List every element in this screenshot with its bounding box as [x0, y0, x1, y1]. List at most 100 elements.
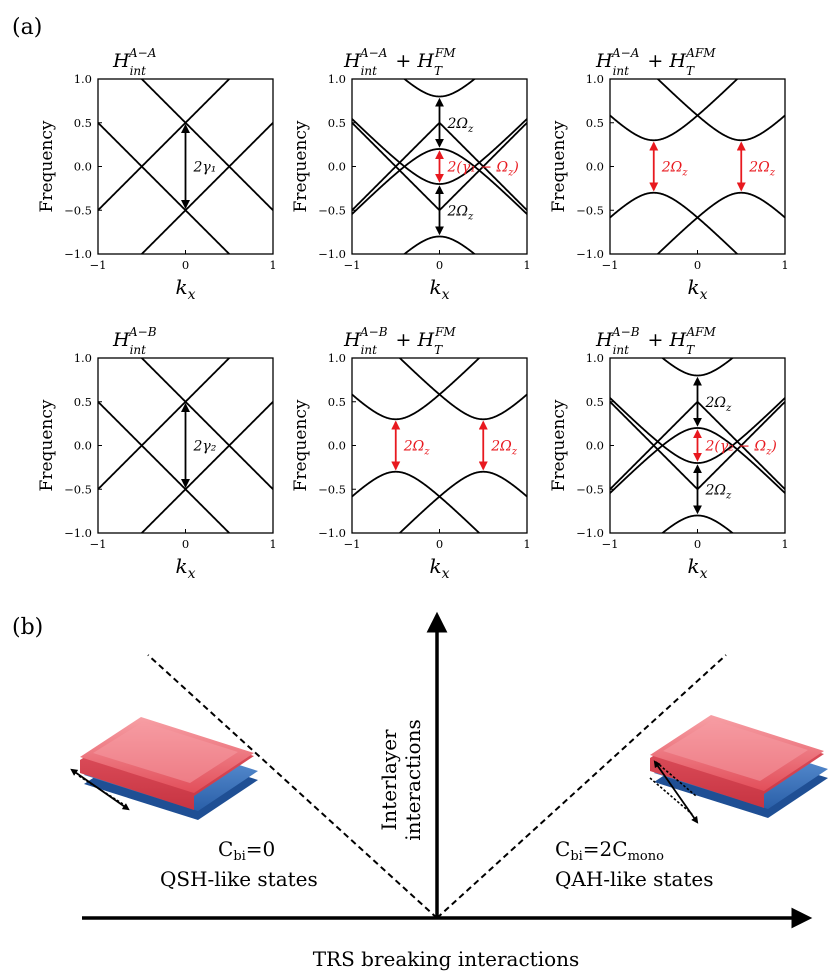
x-tick-label: 1	[523, 537, 530, 551]
y-tick-label: 0.5	[586, 395, 604, 409]
band-line-1	[403, 235, 476, 254]
y-tick-label: −0.5	[64, 203, 92, 217]
plot-title-aa: HintA−A	[112, 46, 157, 78]
annotation-label: 2γ₂	[193, 439, 217, 455]
band-line-3	[398, 495, 481, 533]
y-tick-label: 1.0	[74, 72, 92, 86]
y-tick-label: 0.0	[586, 439, 604, 453]
panel-b-label: (b)	[12, 615, 43, 640]
y-tick-label: 1.0	[74, 351, 92, 365]
annotation-label: 2Ωz	[447, 203, 475, 222]
annotation-label: 2Ωz	[661, 160, 689, 179]
y-tick-label: 0.0	[74, 160, 92, 174]
y-tick-label: −1.0	[576, 247, 604, 261]
y-tick-label: −1.0	[576, 526, 604, 540]
x-tick-label: 1	[523, 258, 530, 272]
phase-diagram: TRS breaking interactions Interlayer int…	[70, 611, 828, 971]
band-line-2	[140, 358, 231, 404]
y-tick-label: −0.5	[318, 203, 346, 217]
band-line-2	[656, 79, 739, 117]
y-tick-label: 0.0	[586, 160, 604, 174]
y-tick-label: 1.0	[328, 72, 346, 86]
x-tick-label: 1	[269, 258, 276, 272]
x-tick-label: −1	[602, 258, 619, 272]
x-axis-label: kx	[429, 554, 449, 582]
x-tick-label: 0	[694, 537, 701, 551]
annotation-label: 2(γ₂ − Ωz)	[705, 439, 777, 458]
y-axis-label: Interlayer interactions	[377, 719, 425, 840]
y-tick-label: 0.5	[328, 395, 346, 409]
plot-title-aa-fm: HintA−A + HTFM	[343, 46, 456, 78]
panel-a-label: (a)	[12, 15, 42, 40]
y-axis-label-line1: Interlayer	[377, 729, 401, 831]
right-chern-label: Cbi=2Cmono	[555, 837, 664, 864]
band-line-2	[140, 79, 231, 125]
annotation-label: 2Ωz	[748, 160, 776, 179]
y-tick-label: 0.5	[74, 116, 92, 130]
x-tick-label: 0	[694, 258, 701, 272]
y-tick-label: 0.0	[74, 439, 92, 453]
annotation-label: 2Ωz	[490, 439, 518, 458]
y-tick-label: −1.0	[318, 526, 346, 540]
plot-title-aa-afm: HintA−A + HTAFM	[595, 46, 716, 78]
band-line-3	[656, 216, 739, 254]
x-tick-label: 0	[436, 258, 443, 272]
y-tick-label: −0.5	[576, 482, 604, 496]
y-tick-label: 1.0	[586, 72, 604, 86]
y-tick-label: 1.0	[328, 351, 346, 365]
left-chern-label: Cbi=0	[218, 837, 275, 864]
left-edge-state-arrow	[70, 768, 130, 811]
band-line-2	[610, 427, 785, 494]
y-tick-label: −0.5	[318, 482, 346, 496]
right-edge-state-arrow	[653, 760, 699, 824]
right-top-highlight	[663, 720, 808, 781]
x-tick-label: 0	[182, 258, 189, 272]
x-axis-label: kx	[429, 275, 449, 303]
band-line-2	[398, 358, 481, 396]
band-line-0	[661, 358, 734, 377]
x-tick-label: 0	[436, 537, 443, 551]
bands	[610, 358, 785, 533]
right-bilayer-illustration	[649, 715, 828, 824]
band-line-1	[352, 470, 527, 498]
band-line-3	[352, 118, 527, 185]
bands	[610, 79, 785, 254]
band-line-0	[403, 79, 476, 98]
x-tick-label: −1	[344, 537, 361, 551]
bands	[352, 358, 527, 533]
band-line-3	[140, 208, 231, 254]
annotation-label: 2Ωz	[403, 439, 431, 458]
band-line-3	[610, 397, 785, 464]
band-line-1	[661, 514, 734, 533]
y-tick-label: −1.0	[64, 526, 92, 540]
left-bilayer-illustration	[70, 717, 258, 820]
annotation-label: 2γ₁	[193, 160, 217, 176]
y-tick-label: −1.0	[318, 247, 346, 261]
band-line-0	[610, 114, 785, 142]
x-tick-label: 1	[781, 537, 788, 551]
y-tick-label: 1.0	[586, 351, 604, 365]
band-line-1	[610, 191, 785, 219]
right-phase-boundary	[436, 654, 727, 919]
x-tick-label: 1	[781, 258, 788, 272]
left-top-highlight	[93, 722, 238, 783]
annotation-label: 2Ωz	[705, 395, 733, 414]
annotation-label: 2Ωz	[447, 116, 475, 135]
x-axis-label: TRS breaking interactions	[313, 947, 580, 971]
left-phase-boundary	[147, 654, 438, 919]
y-tick-label: 0.0	[328, 439, 346, 453]
annotation-label: 2Ωz	[705, 482, 733, 501]
plot-title-ab-fm: HintA−B + HTFM	[343, 325, 456, 357]
right-state-label: QAH-like states	[555, 867, 714, 891]
left-state-label: QSH-like states	[160, 867, 318, 891]
y-axis-label-line2: interactions	[401, 719, 425, 840]
x-axis-label: kx	[687, 554, 707, 582]
x-tick-label: 1	[269, 537, 276, 551]
x-tick-label: 0	[182, 537, 189, 551]
band-line-3	[140, 487, 231, 533]
